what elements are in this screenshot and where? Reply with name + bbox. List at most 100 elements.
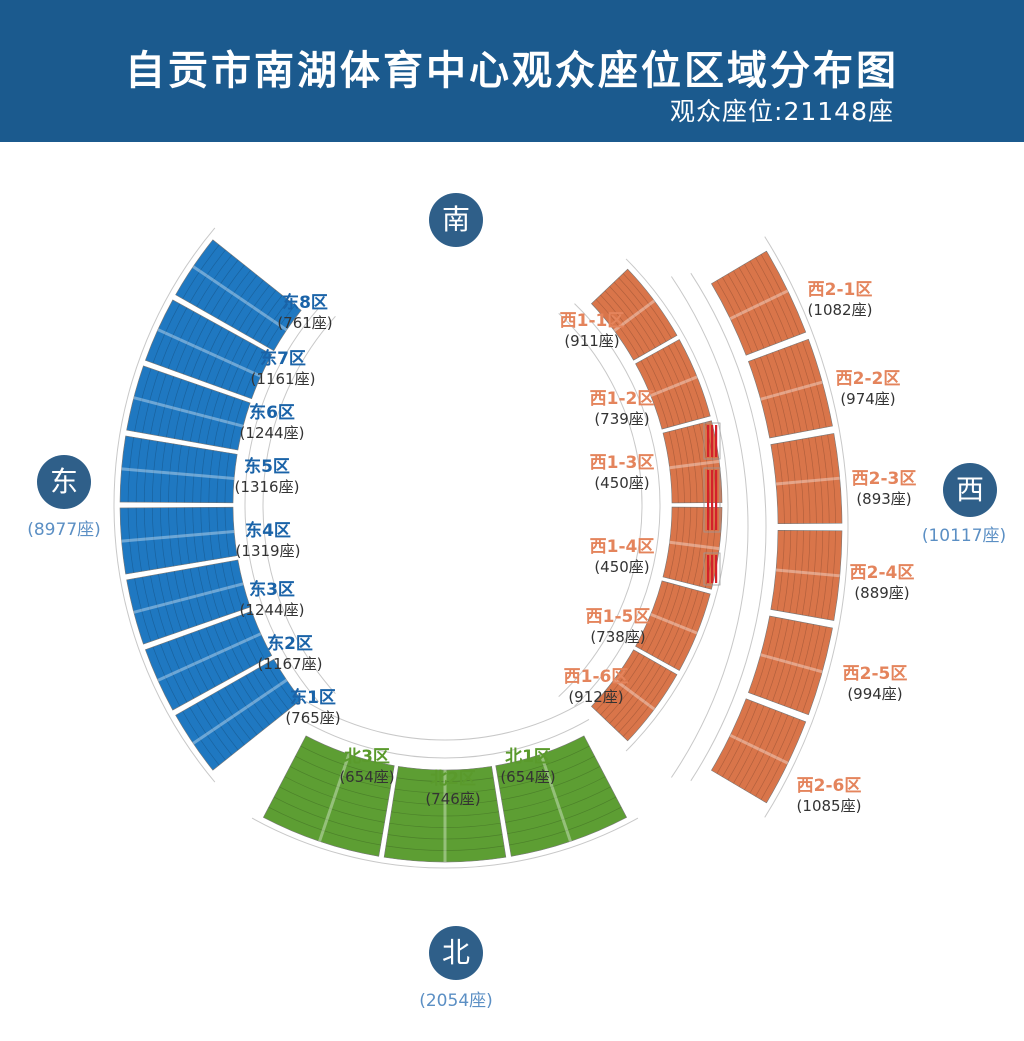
seat-row bbox=[727, 705, 765, 781]
seat-row bbox=[686, 426, 698, 503]
seat-row bbox=[236, 616, 258, 664]
seat-row bbox=[613, 665, 661, 729]
seating-block-east-8[interactable] bbox=[175, 239, 302, 352]
special-seating-box bbox=[703, 422, 721, 460]
seat-row bbox=[727, 273, 765, 349]
seat-row bbox=[289, 766, 389, 801]
seating-block-west1-5[interactable] bbox=[635, 580, 711, 671]
section-seat-count: (1316座) bbox=[234, 478, 300, 496]
seat-row bbox=[205, 565, 220, 618]
section-label-east-4: 东4区(1319座) bbox=[236, 521, 301, 561]
seating-block-east-6[interactable] bbox=[126, 365, 251, 451]
seat-row bbox=[766, 354, 789, 435]
section-seat-count: (739座) bbox=[594, 410, 650, 428]
section-label-west1-1: 西1-1区(911座) bbox=[560, 311, 625, 351]
seat-row bbox=[784, 348, 808, 431]
section-seat-count: (911座) bbox=[564, 332, 620, 350]
aisle bbox=[669, 459, 720, 470]
section-seat-count: (746座) bbox=[425, 790, 481, 808]
seating-block-east-7[interactable] bbox=[144, 299, 273, 400]
section-label-west1-5: 西1-5区(738座) bbox=[586, 607, 651, 647]
seat-row bbox=[673, 342, 705, 418]
seat-row bbox=[205, 627, 230, 680]
seat-row bbox=[733, 270, 771, 347]
section-seat-count: (450座) bbox=[594, 474, 650, 492]
seat-row bbox=[176, 445, 182, 503]
seat-row bbox=[245, 675, 277, 721]
seat-row bbox=[184, 446, 190, 503]
seat-row bbox=[668, 345, 699, 420]
seat-row bbox=[760, 254, 801, 335]
seat-row bbox=[776, 443, 785, 524]
seating-block-west1-2[interactable] bbox=[635, 339, 711, 430]
section-label-west2-6: 西2-6区(1085座) bbox=[797, 776, 862, 816]
seat-row bbox=[760, 618, 783, 698]
seat-row bbox=[216, 451, 222, 503]
seat-row bbox=[802, 626, 827, 713]
seat-row bbox=[134, 368, 152, 432]
seating-block-west2-1[interactable] bbox=[711, 250, 807, 356]
seat-row bbox=[229, 561, 243, 610]
seat-row bbox=[778, 350, 802, 433]
seating-block-west1-1[interactable] bbox=[591, 268, 678, 361]
seating-block-east-1[interactable] bbox=[175, 658, 302, 771]
section-name: 东6区 bbox=[249, 403, 295, 423]
seating-block-east-4[interactable] bbox=[119, 506, 238, 575]
walkway-line bbox=[574, 303, 661, 707]
aisle bbox=[650, 375, 698, 398]
seat-row bbox=[243, 613, 265, 660]
seat-row bbox=[231, 279, 264, 327]
seat-row bbox=[295, 755, 391, 789]
seat-row bbox=[205, 392, 220, 445]
section-seat-count: (738座) bbox=[590, 628, 646, 646]
seating-block-west2-6[interactable] bbox=[711, 698, 807, 804]
seat-row bbox=[158, 376, 175, 436]
aisle bbox=[539, 753, 572, 842]
section-name: 西1-2区 bbox=[589, 389, 655, 409]
seating-block-west2-5[interactable] bbox=[748, 615, 833, 716]
seating-block-north-2[interactable] bbox=[383, 766, 507, 863]
seat-row bbox=[143, 439, 150, 503]
seat-row bbox=[600, 294, 645, 355]
seating-block-west2-2[interactable] bbox=[748, 338, 833, 439]
seating-block-north-3[interactable] bbox=[262, 735, 395, 857]
special-seating-strip bbox=[711, 470, 714, 530]
seat-row bbox=[192, 507, 198, 563]
seat-row bbox=[814, 436, 824, 524]
seat-row bbox=[640, 582, 669, 650]
seating-block-west2-3[interactable] bbox=[770, 433, 843, 524]
seating-block-west2-4[interactable] bbox=[770, 530, 843, 621]
seat-row bbox=[716, 280, 753, 354]
seat-row bbox=[814, 530, 824, 618]
section-name: 东4区 bbox=[245, 521, 291, 541]
seat-row bbox=[181, 384, 198, 441]
seat-row bbox=[738, 710, 777, 787]
seat-row bbox=[680, 428, 692, 503]
aisle bbox=[775, 476, 840, 486]
section-label-north-1: 北1区(654座) bbox=[500, 747, 555, 787]
seat-row bbox=[175, 315, 202, 372]
section-seat-count: (893座) bbox=[856, 490, 912, 508]
seating-block-north-1[interactable] bbox=[495, 735, 628, 857]
seat-row bbox=[808, 437, 817, 524]
seat-row bbox=[273, 796, 383, 835]
seat-row bbox=[205, 330, 230, 383]
seat-row bbox=[228, 342, 251, 391]
seating-block-east-5[interactable] bbox=[119, 435, 238, 504]
seat-row bbox=[284, 776, 387, 812]
seat-row bbox=[766, 619, 789, 700]
aisle bbox=[613, 678, 656, 711]
seat-row bbox=[698, 507, 710, 587]
seat-row bbox=[189, 386, 205, 442]
seat-row bbox=[166, 379, 182, 438]
seating-block-west1-6[interactable] bbox=[591, 649, 678, 742]
seat-row bbox=[393, 800, 497, 805]
compass-north: 北 bbox=[429, 926, 483, 980]
seating-block-east-3[interactable] bbox=[126, 559, 251, 645]
seat-row bbox=[252, 671, 283, 715]
seat-row bbox=[127, 507, 134, 573]
seat-row bbox=[497, 745, 590, 778]
section-name: 东1区 bbox=[290, 688, 336, 708]
seating-block-east-2[interactable] bbox=[144, 610, 273, 711]
seat-row bbox=[160, 442, 166, 503]
